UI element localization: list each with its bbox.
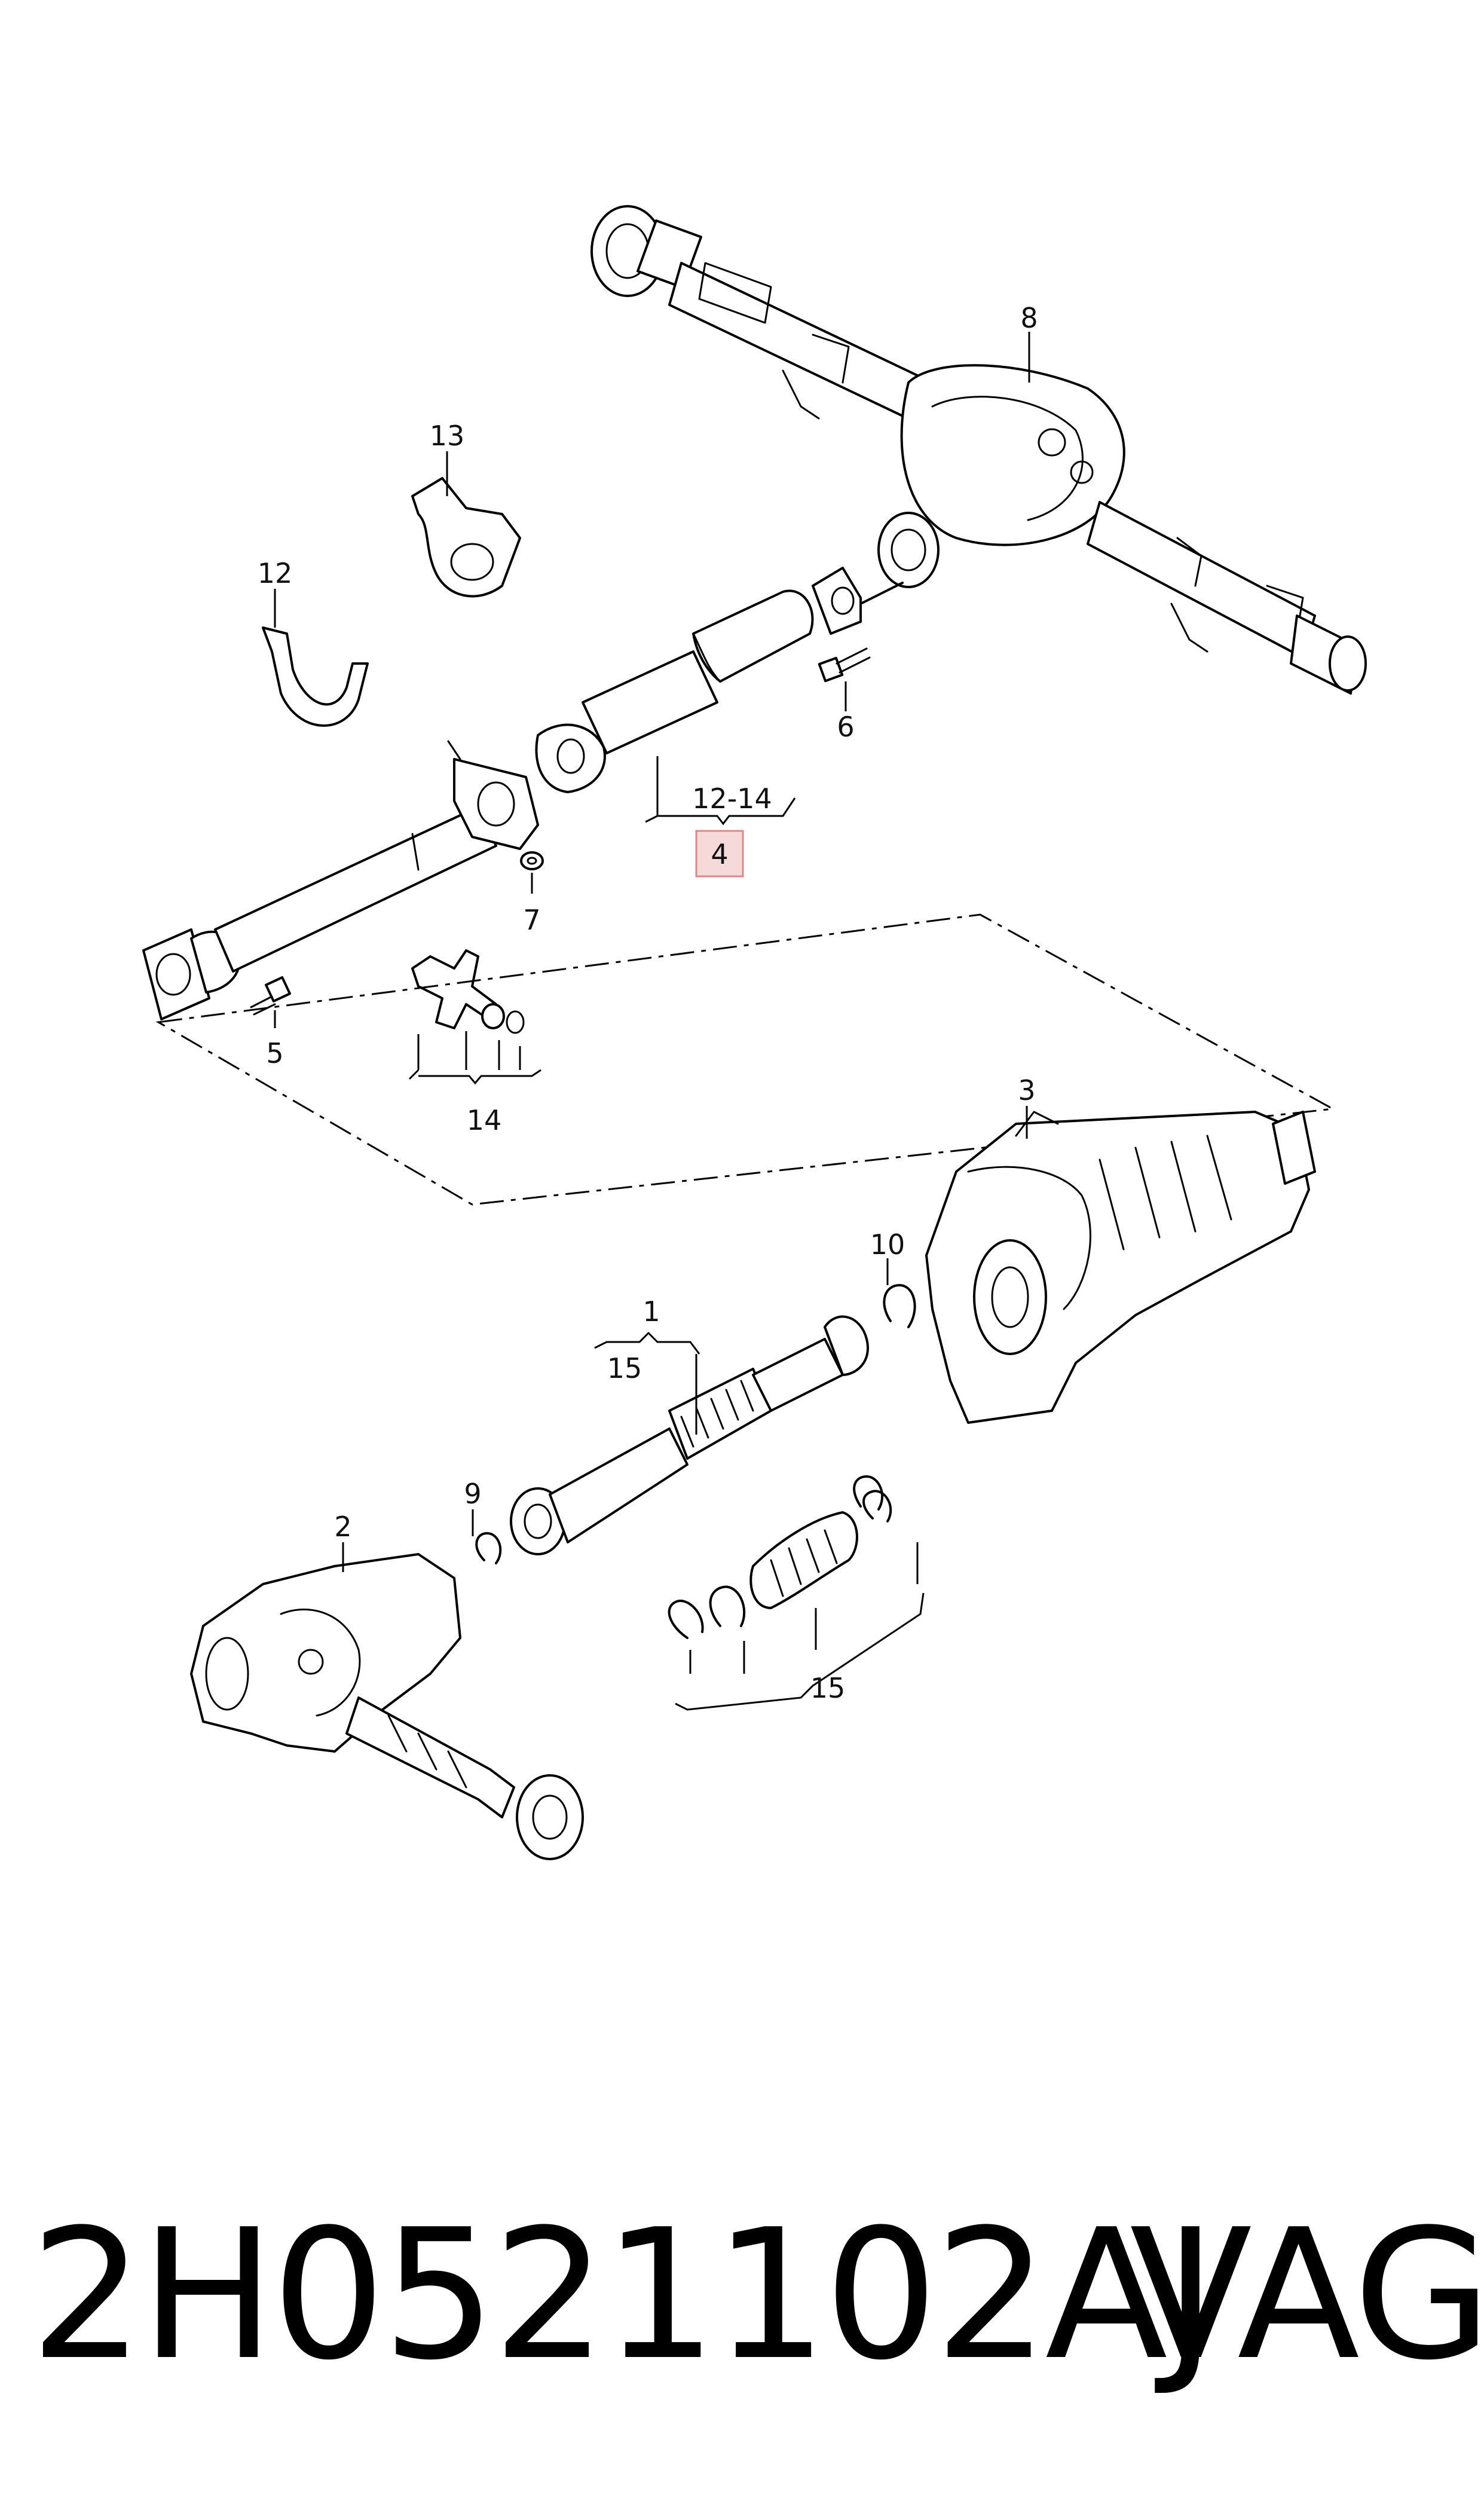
callout-8: 8	[1020, 302, 1038, 334]
callout-6: 6	[837, 711, 854, 743]
group-boundary	[155, 913, 1336, 1206]
callout-14: 14	[467, 1104, 502, 1136]
leader-lines	[274, 332, 1030, 1711]
universal-joint-kit-drawing	[411, 949, 525, 1034]
bolt-6-drawing	[818, 647, 871, 683]
nut-7-drawing	[520, 851, 544, 870]
callout-2: 2	[334, 1511, 351, 1543]
callout-10: 10	[870, 1228, 905, 1261]
part-number: 2H0521102AJ	[30, 2191, 1217, 2399]
callout-1: 1	[642, 1295, 660, 1328]
highlighted-part-box	[695, 830, 744, 878]
brand-name: VAG	[1130, 2191, 1484, 2399]
rear-axle-drawing	[590, 205, 1367, 695]
front-differential-drawing	[190, 1553, 584, 1860]
callout-12: 12	[258, 557, 293, 589]
bolt-5-drawing	[250, 976, 291, 1016]
callout-15-lower: 15	[810, 1672, 846, 1704]
bracket-12-drawing	[262, 626, 369, 727]
front-shaft-drawing	[510, 1315, 869, 1555]
propeller-shaft-drawing	[142, 567, 904, 1020]
bracket-13-drawing	[411, 477, 521, 598]
callout-13: 13	[430, 420, 465, 452]
circlip-10-drawing	[883, 1284, 916, 1328]
boot-kit-drawing	[668, 1475, 892, 1639]
callout-5: 5	[266, 1037, 283, 1069]
callout-9: 9	[464, 1478, 481, 1510]
callout-12-14: 12-14	[692, 782, 772, 815]
callout-15-upper: 15	[607, 1352, 642, 1384]
gearbox-drawing	[925, 1111, 1316, 1424]
callout-3: 3	[1018, 1074, 1035, 1106]
circlip-9-drawing	[475, 1532, 502, 1564]
callout-7: 7	[523, 904, 540, 936]
callout-4[interactable]: 4	[711, 838, 728, 870]
